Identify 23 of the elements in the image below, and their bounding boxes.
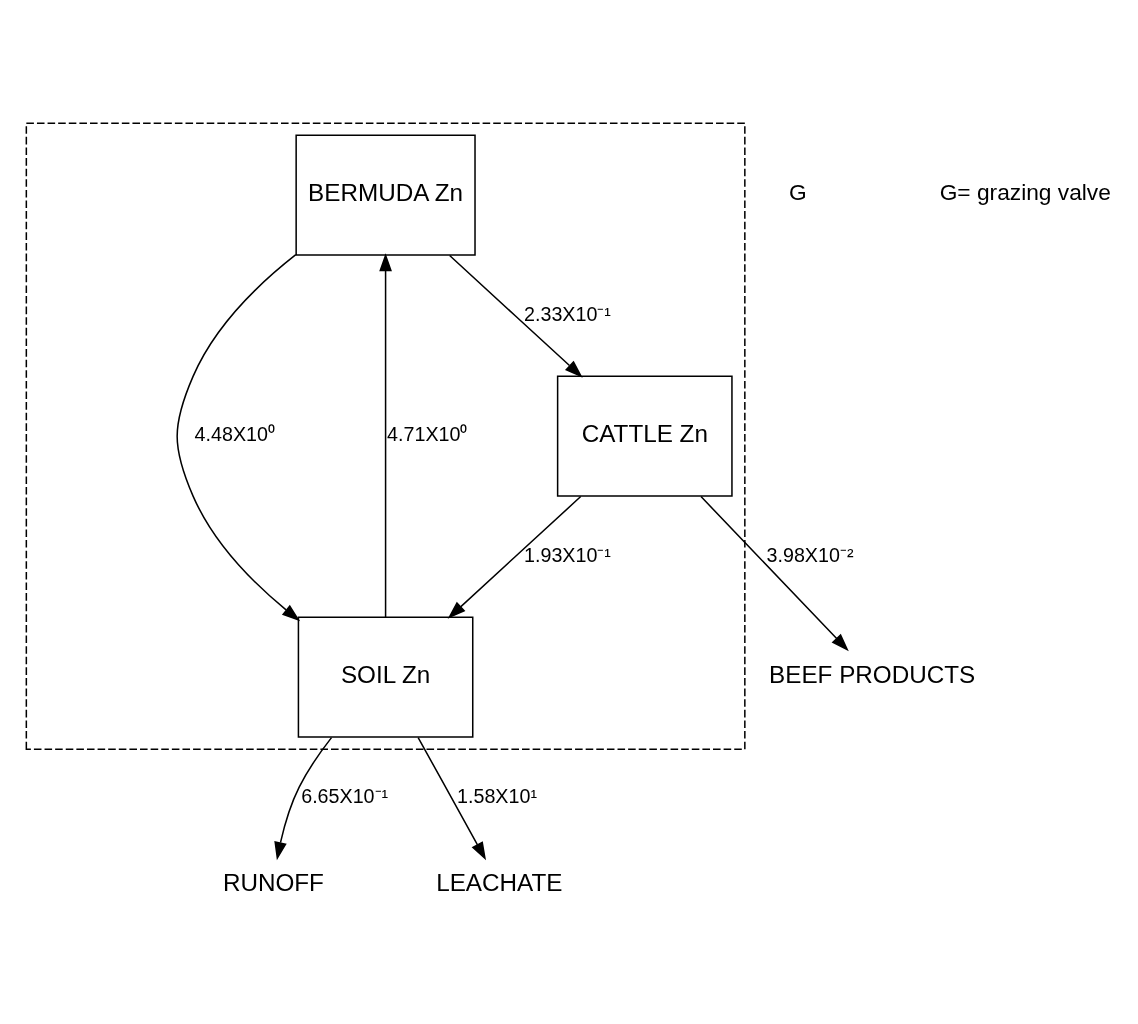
edge-label: 1.58X10¹ bbox=[457, 784, 537, 807]
arrow bbox=[379, 253, 392, 618]
node-box: SOIL Zn bbox=[297, 616, 474, 738]
node-text: RUNOFF bbox=[222, 869, 324, 897]
node-box: BERMUDA Zn bbox=[295, 134, 476, 256]
edge-label: 1.93X10⁻¹ bbox=[524, 543, 611, 566]
arrow bbox=[417, 736, 487, 861]
arrow bbox=[447, 495, 582, 619]
edge-label: 4.48X10⁰ bbox=[194, 423, 275, 446]
label: G bbox=[789, 179, 807, 206]
node-text: LEACHATE bbox=[436, 869, 563, 897]
arrow bbox=[700, 495, 849, 652]
edge-label: 6.65X10⁻¹ bbox=[301, 784, 389, 807]
label: G= grazing valve bbox=[939, 179, 1111, 206]
node-text: BEEF PRODUCTS bbox=[769, 660, 976, 688]
edge-label: 2.33X10⁻¹ bbox=[524, 302, 611, 325]
edge-label: 4.71X10⁰ bbox=[387, 423, 468, 446]
arrow bbox=[274, 736, 333, 861]
cluster bbox=[25, 122, 746, 750]
arrow bbox=[176, 253, 301, 622]
edge-label: 3.98X10⁻² bbox=[766, 543, 854, 566]
arrow bbox=[448, 254, 583, 378]
node-box: CATTLE Zn bbox=[556, 375, 733, 497]
